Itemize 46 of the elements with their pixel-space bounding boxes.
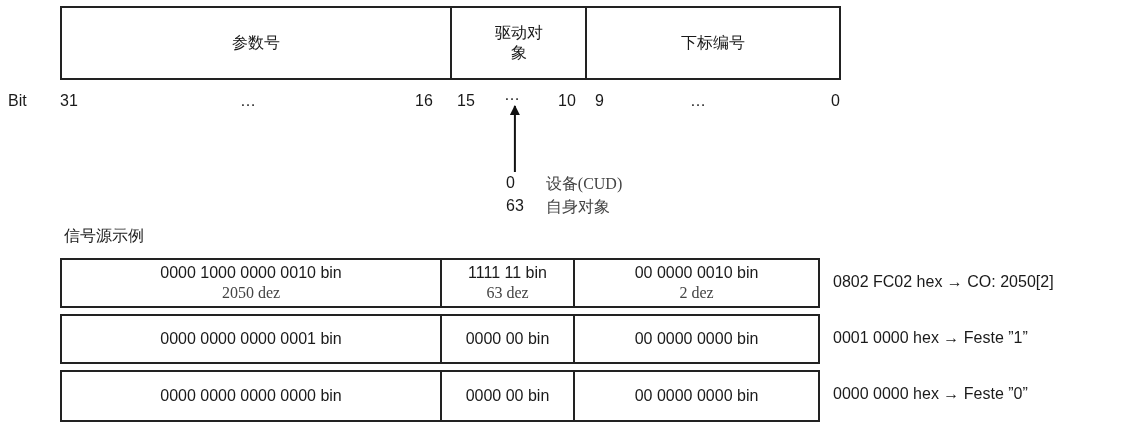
section-heading: 信号源示例 — [64, 226, 144, 246]
value-number: 0 — [506, 174, 516, 193]
bit-number: 0 — [831, 92, 840, 110]
result-note: 0000 0000 hex → Feste ”0” — [833, 385, 1028, 403]
binary-value: 00 0000 0000 bin — [634, 386, 759, 406]
ellipsis: … — [504, 86, 520, 104]
table-cell — [60, 258, 442, 308]
bit-number: 9 — [595, 92, 604, 110]
bit-number: 16 — [415, 92, 433, 110]
field-name: 下标编号 — [681, 33, 745, 53]
table-cell — [440, 314, 575, 364]
table-cell — [60, 370, 442, 422]
field-name: 驱动对象 — [494, 23, 543, 63]
field-name: 参数号 — [232, 33, 280, 53]
bit-number: 31 — [60, 92, 78, 110]
table-cell — [573, 314, 820, 364]
axis-label: Bit — [8, 92, 27, 110]
table-cell — [450, 6, 587, 80]
binary-value: 0000 0000 0000 0000 bin — [160, 386, 342, 406]
binary-value: 0000 0000 0000 0001 bin — [160, 329, 342, 349]
table-cell — [440, 258, 575, 308]
result-note: 0001 0000 hex → Feste ”1” — [833, 329, 1028, 347]
bit-number: 15 — [457, 92, 475, 110]
table-cell — [60, 314, 442, 364]
table-cell — [573, 370, 820, 422]
binary-value: 0000 00 bin — [465, 329, 550, 349]
decimal-value: 2 dez — [679, 283, 714, 303]
ellipsis: … — [240, 92, 256, 110]
ellipsis: … — [690, 92, 706, 110]
table-cell — [440, 370, 575, 422]
decimal-value: 63 dez — [486, 283, 529, 303]
binary-value: 00 0000 0000 bin — [634, 329, 759, 349]
result-note: 0802 FC02 hex → CO: 2050[2] — [833, 273, 1054, 291]
value-number: 63 — [506, 197, 524, 216]
value-meaning: 设备(CUD) — [545, 174, 623, 195]
table-cell — [60, 6, 452, 80]
binary-value: 00 0000 0010 bin — [634, 263, 759, 283]
bit-number: 10 — [558, 92, 576, 110]
binary-value: 0000 00 bin — [465, 386, 550, 406]
value-meaning: 自身对象 — [545, 197, 611, 217]
binary-value: 1111 11 bin — [468, 263, 547, 283]
arrow — [509, 105, 520, 173]
binary-value: 0000 1000 0000 0010 bin — [160, 263, 342, 283]
table-cell — [585, 6, 841, 80]
table-cell — [573, 258, 820, 308]
decimal-value: 2050 dez — [221, 283, 281, 303]
